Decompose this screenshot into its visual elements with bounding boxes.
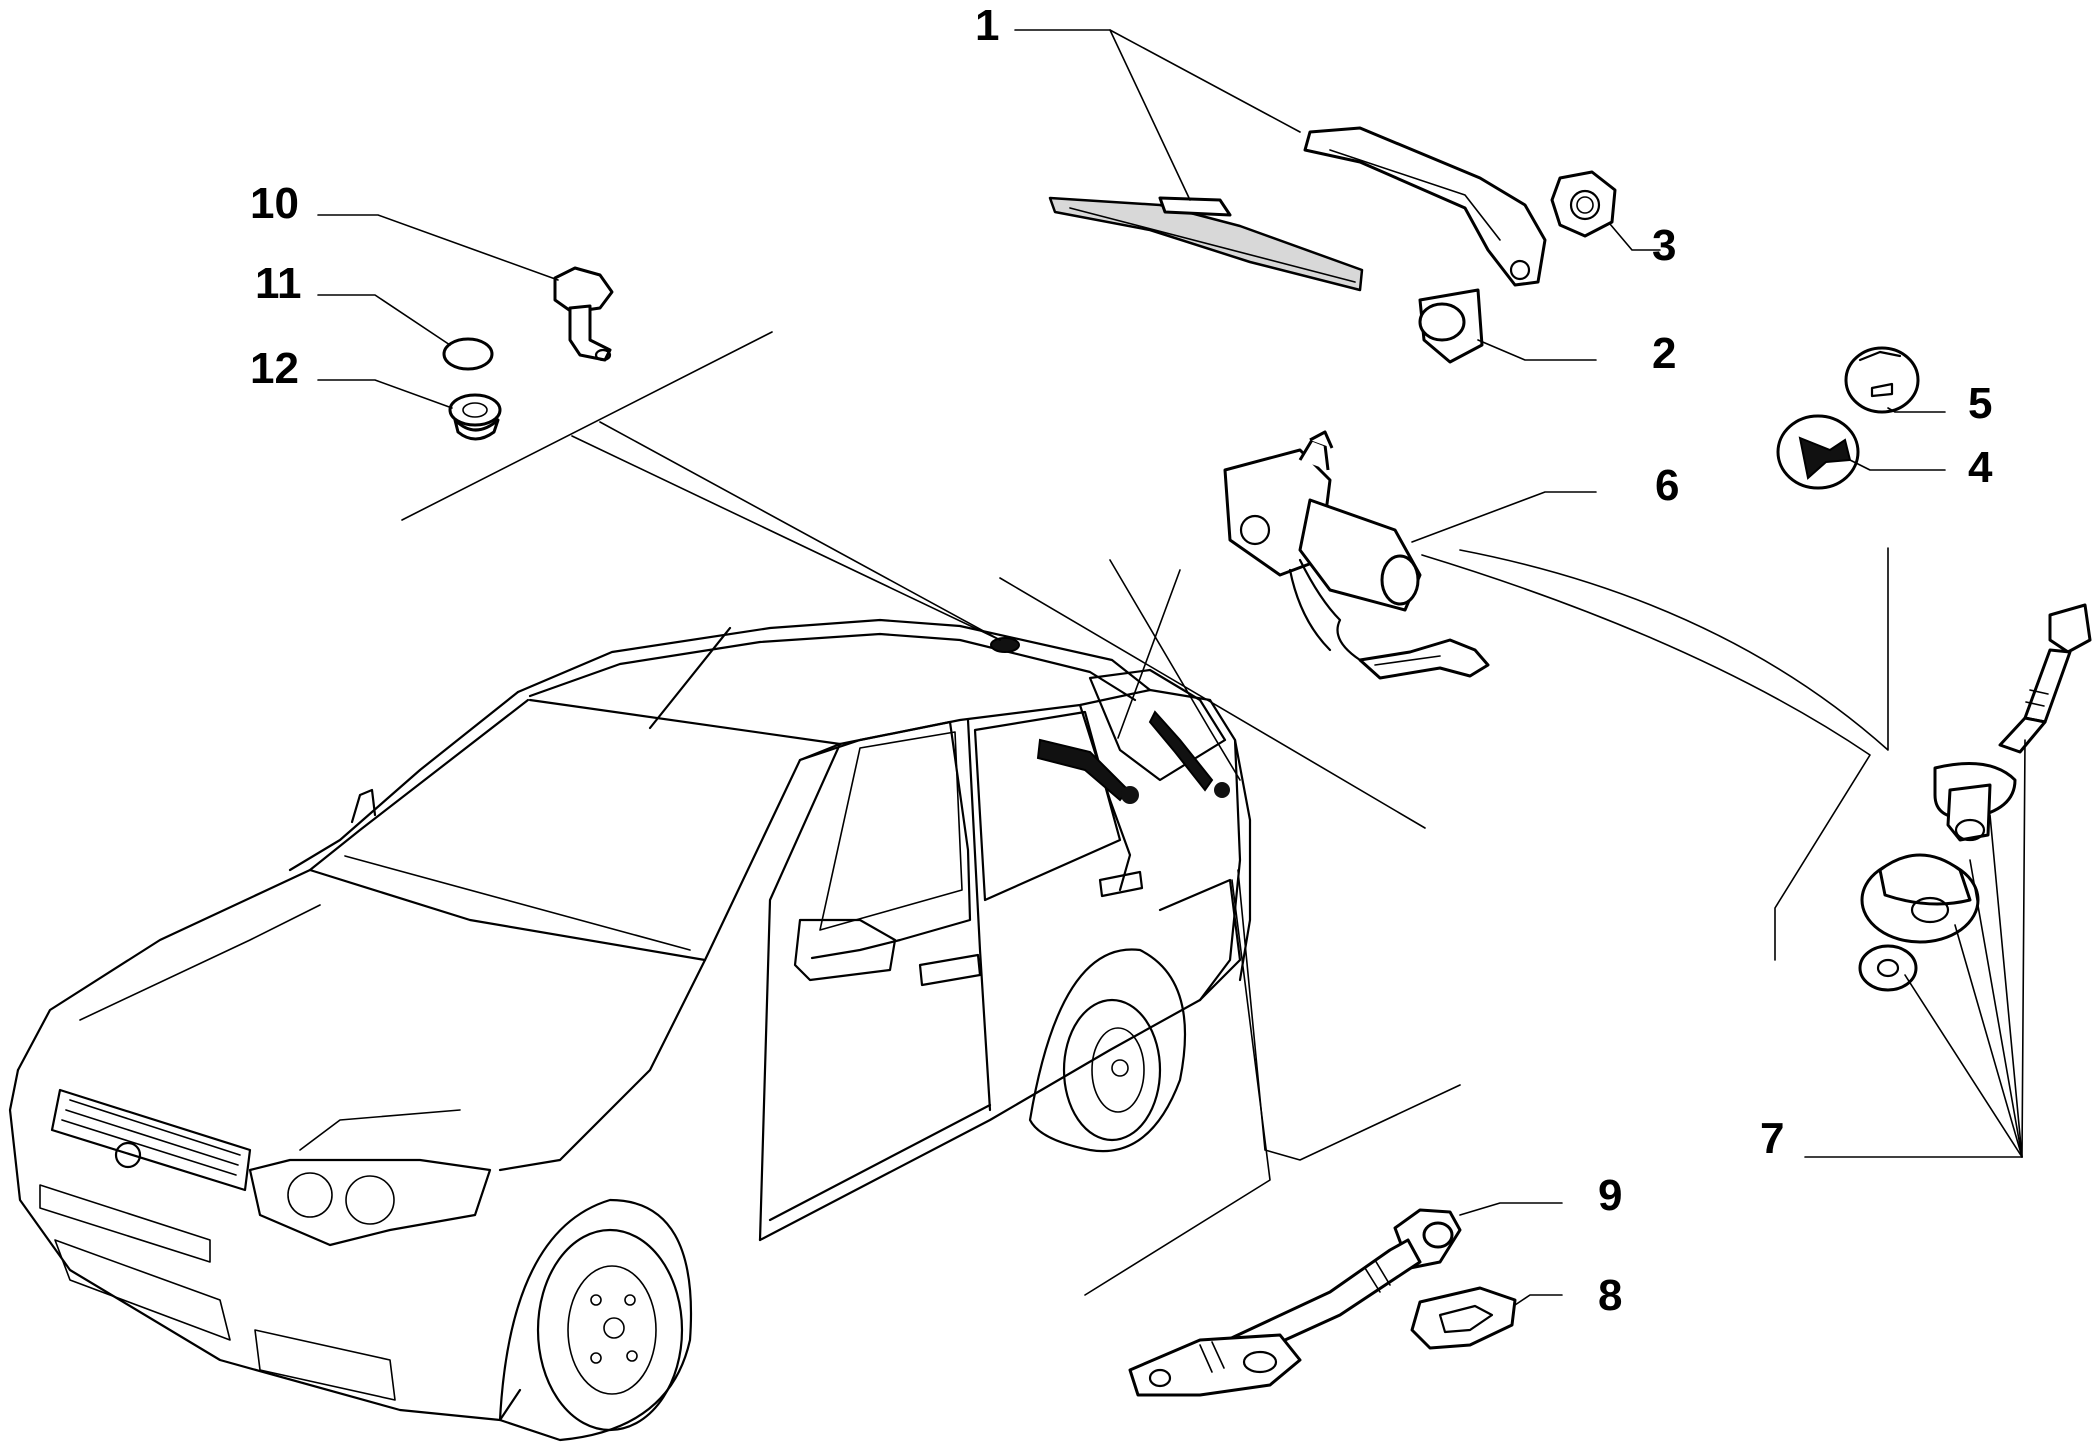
callout-6: 6 — [1655, 461, 1679, 510]
part-4-clip — [1776, 414, 1860, 490]
callout-4: 4 — [1968, 443, 1993, 492]
part-6-wiper-motor — [1223, 430, 1490, 680]
callout-10: 10 — [250, 179, 299, 228]
callout-3: 3 — [1652, 221, 1676, 270]
part-8-grommet — [1410, 1286, 1517, 1350]
part-5-clip — [1844, 346, 1920, 414]
part-7-mounting-kit — [1804, 603, 2092, 1158]
callout-2: 2 — [1652, 329, 1676, 378]
part-9-washer-hose — [1128, 1208, 1462, 1397]
callout-1: 1 — [975, 1, 999, 50]
callout-5: 5 — [1968, 379, 1992, 428]
callout-8: 8 — [1598, 1271, 1622, 1320]
callout-11: 11 — [255, 259, 302, 308]
zone-guide-lines — [401, 331, 1889, 1296]
car-illustration — [8, 618, 1252, 1442]
part-11-plug — [442, 337, 494, 371]
callout-9: 9 — [1598, 1171, 1622, 1220]
part-3-nut — [1550, 170, 1617, 238]
leader-lines — [317, 29, 1946, 1306]
callout-7: 7 — [1760, 1114, 1784, 1163]
part-1-wiper-arm-and-blade — [1048, 126, 1547, 292]
part-10-washer-nozzle — [553, 266, 614, 362]
callout-12: 12 — [250, 344, 299, 393]
part-2-cap — [1418, 288, 1484, 364]
callout-labels: 1 2 3 4 5 6 7 8 9 10 11 12 — [250, 1, 1993, 1320]
part-12-grommet — [448, 393, 502, 441]
